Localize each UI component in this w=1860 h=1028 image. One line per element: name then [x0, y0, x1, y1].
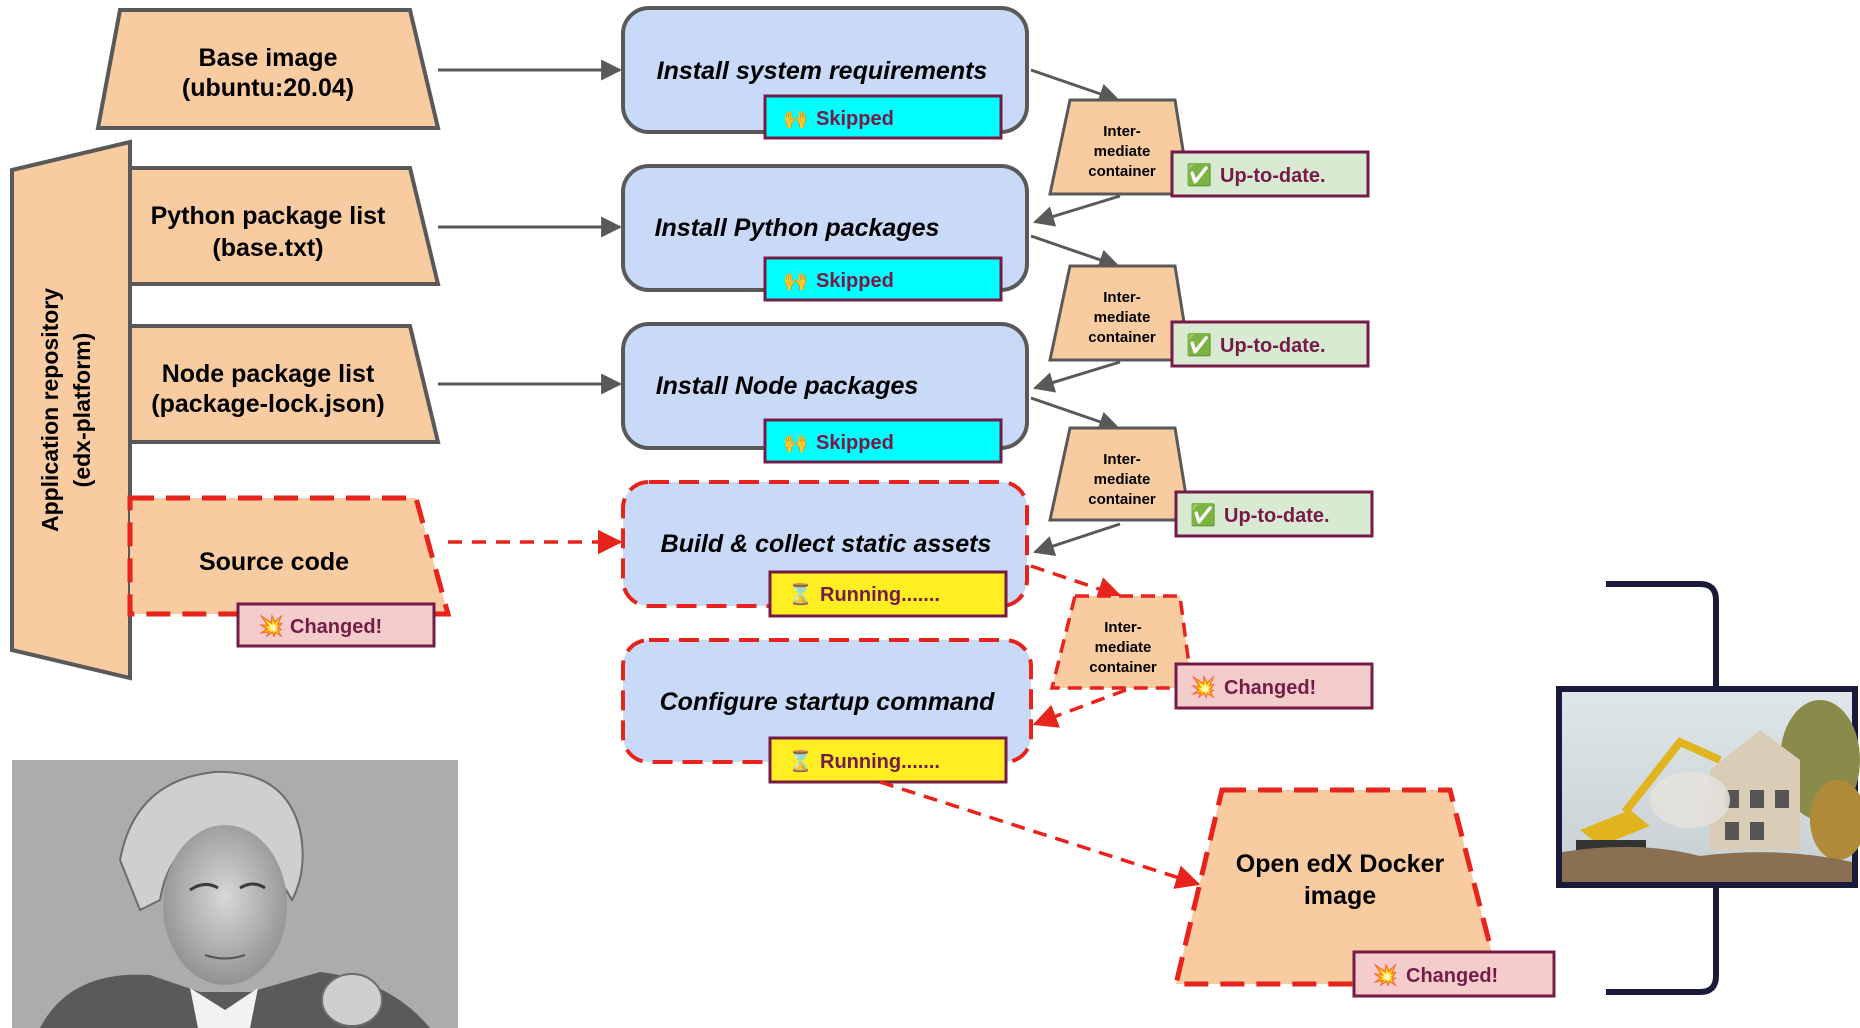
- input-label-line1: Base image: [199, 44, 338, 72]
- arrow-intermediate3-to-step4: [1033, 522, 1121, 557]
- intermediate-label-line2: mediate: [1094, 143, 1151, 160]
- status-badge: [1174, 662, 1374, 710]
- status-badge: [1174, 490, 1374, 538]
- badge-label: Changed!: [290, 616, 382, 638]
- raised-hands-icon: 🙌: [783, 269, 808, 292]
- source-changed-badge: 💥 Changed!: [236, 602, 436, 648]
- intermediate-label-line1: Inter-: [1103, 123, 1141, 140]
- step-build-collect-static-assets: Build & collect static assets ⌛ Running.…: [621, 480, 1029, 618]
- status-label: Skipped: [816, 108, 894, 130]
- status-badge: [1170, 320, 1370, 368]
- step-label: Build & collect static assets: [661, 530, 992, 558]
- check-mark-icon: ✅: [1186, 162, 1212, 187]
- collision-icon: 💥: [1190, 674, 1216, 700]
- hourglass-icon: ⌛: [788, 582, 813, 606]
- arrow-intermediate1-to-step2: [1032, 194, 1121, 227]
- repo-label-line2: (edx-platform): [69, 333, 95, 488]
- input-source-code: Source code: [127, 495, 452, 617]
- right-bracket: [1606, 581, 1719, 995]
- badge-label: Up-to-date.: [1224, 505, 1330, 527]
- output-label-line1: Open edX Docker: [1236, 850, 1445, 878]
- step-install-python-packages: Install Python packages 🙌 Skipped: [621, 164, 1029, 302]
- input-label-line2: (package-lock.json): [151, 390, 384, 418]
- status-label: Skipped: [816, 270, 894, 292]
- badge-label: Changed!: [1224, 677, 1316, 699]
- input-label-line2: (base.txt): [212, 234, 323, 262]
- output-docker-image: Open edX Docker image 💥 Changed!: [1172, 787, 1556, 998]
- intermediate-label-line3: container: [1089, 659, 1157, 676]
- intermediate-container-3: Inter- mediate container ✅ Up-to-date.: [1048, 426, 1374, 538]
- intermediate-container-1: Inter- mediate container ✅ Up-to-date.: [1048, 98, 1370, 198]
- badge-label: Changed!: [1406, 965, 1498, 987]
- status-badge: [768, 736, 1008, 784]
- intermediate-label-line1: Inter-: [1104, 619, 1142, 636]
- collision-icon: 💥: [1372, 962, 1398, 988]
- input-node-package-list: Node package list (package-lock.json): [128, 324, 441, 444]
- intermediate-label-line3: container: [1088, 329, 1156, 346]
- status-label: Running.......: [820, 751, 940, 773]
- input-base-image: Base image (ubuntu:20.04): [95, 8, 441, 130]
- input-label-line1: Node package list: [162, 360, 375, 388]
- intermediate-label-line3: container: [1088, 491, 1156, 508]
- arrow-step5-to-output: [879, 780, 1201, 889]
- step-label: Install system requirements: [657, 57, 988, 85]
- status-badge: [768, 570, 1008, 618]
- intermediate-label-line2: mediate: [1094, 309, 1151, 326]
- arrow-intermediate2-to-step3: [1032, 360, 1121, 393]
- step-configure-startup-command: Configure startup command ⌛ Running.....…: [621, 638, 1033, 784]
- check-mark-icon: ✅: [1190, 502, 1216, 527]
- arrow-step1-to-intermediate1: [1030, 68, 1120, 104]
- input-label-line1: Source code: [199, 548, 349, 576]
- status-label: Running.......: [820, 584, 940, 606]
- arrow-step2-to-intermediate2: [1030, 234, 1120, 270]
- input-python-package-list: Python package list (base.txt): [128, 166, 441, 286]
- raised-hands-icon: 🙌: [783, 107, 808, 130]
- intermediate-container-4: Inter- mediate container 💥 Changed!: [1049, 594, 1374, 710]
- status-badge: [763, 256, 1003, 302]
- step-label: Install Node packages: [656, 372, 919, 400]
- intermediate-label-line1: Inter-: [1103, 289, 1141, 306]
- repo-label-line1: Application repository: [37, 288, 63, 532]
- black-and-white-portrait-photo: [12, 760, 458, 1028]
- status-badge: [763, 418, 1003, 464]
- badge-label: Up-to-date.: [1220, 165, 1326, 187]
- step-label: Install Python packages: [655, 214, 940, 242]
- arrow-intermediate4-to-step5: [1032, 688, 1127, 728]
- collision-icon: 💥: [258, 613, 284, 639]
- output-label-line2: image: [1304, 882, 1376, 910]
- intermediate-label-line2: mediate: [1095, 639, 1152, 656]
- status-badge: [1170, 150, 1370, 198]
- input-label-line1: Python package list: [151, 202, 386, 230]
- step-install-node-packages: Install Node packages 🙌 Skipped: [621, 322, 1029, 464]
- status-badge: [1352, 950, 1556, 998]
- hourglass-icon: ⌛: [788, 749, 813, 773]
- pipeline-arrows: [879, 68, 1201, 889]
- input-label-line2: (ubuntu:20.04): [182, 74, 354, 102]
- badge-label: Up-to-date.: [1220, 335, 1326, 357]
- input-arrows: [438, 59, 623, 555]
- intermediate-label-line3: container: [1088, 163, 1156, 180]
- arrow-step4-to-intermediate4: [1030, 564, 1123, 601]
- step-install-system-requirements: Install system requirements 🙌 Skipped: [621, 6, 1029, 140]
- status-label: Skipped: [816, 432, 894, 454]
- step-label: Configure startup command: [660, 688, 995, 716]
- status-badge: [763, 94, 1003, 140]
- intermediate-container-2: Inter- mediate container ✅ Up-to-date.: [1048, 264, 1370, 368]
- arrow-step3-to-intermediate3: [1030, 396, 1120, 432]
- building-demolition-photo: [1556, 686, 1860, 888]
- check-mark-icon: ✅: [1186, 332, 1212, 357]
- raised-hands-icon: 🙌: [783, 431, 808, 454]
- intermediate-label-line2: mediate: [1094, 471, 1151, 488]
- intermediate-label-line1: Inter-: [1103, 451, 1141, 468]
- application-repository-node: Application repository (edx-platform): [10, 139, 132, 681]
